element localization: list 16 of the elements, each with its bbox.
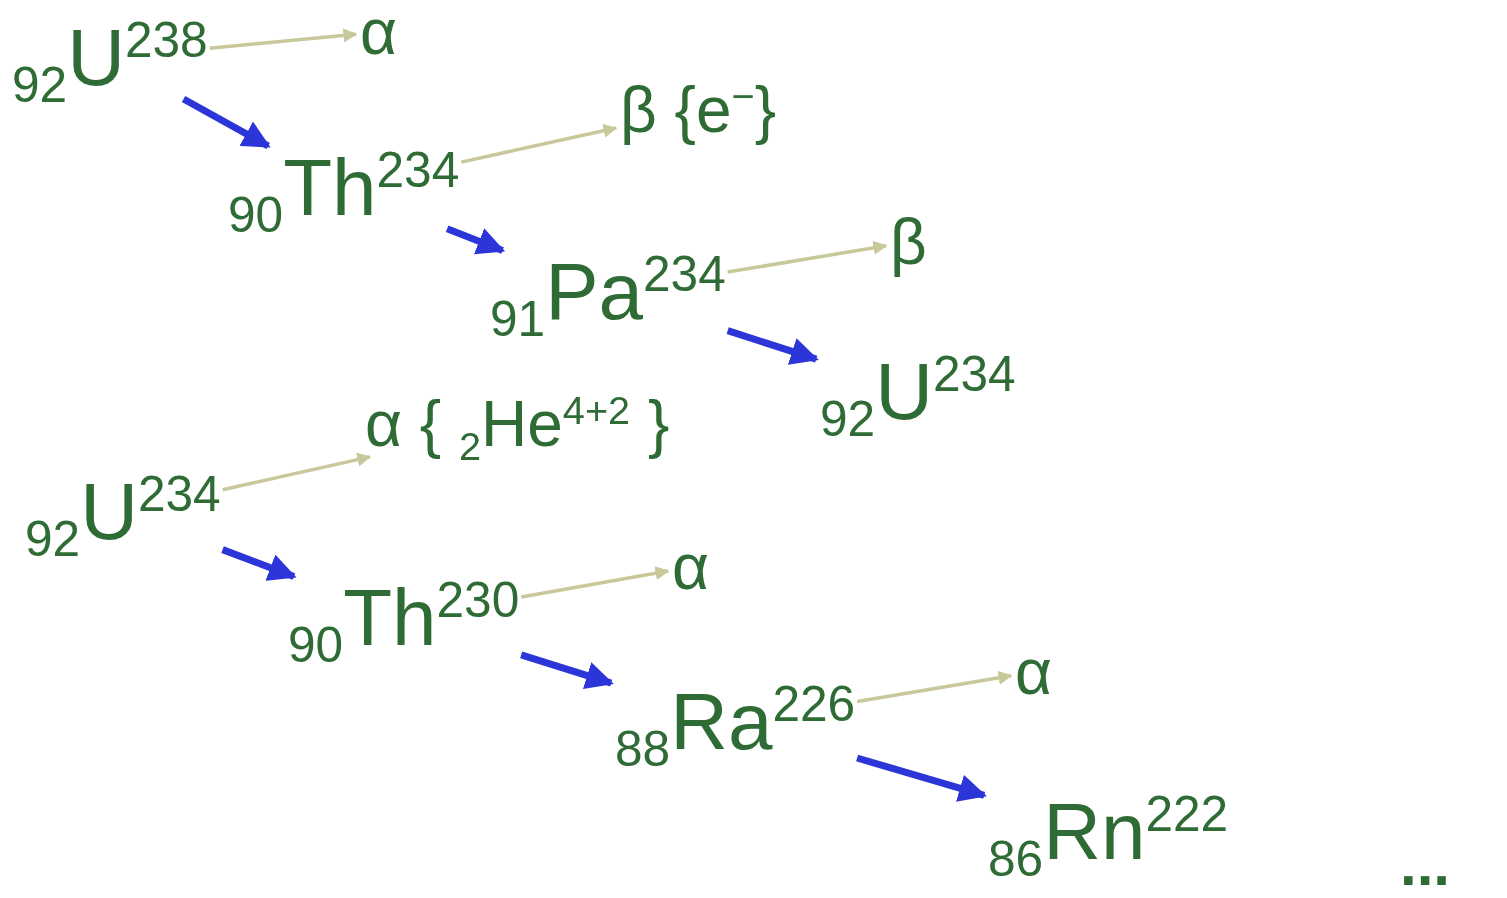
decay-arrow: [856, 754, 987, 802]
decay-arrow: [445, 225, 506, 255]
emission-arrow: [856, 670, 1013, 704]
decay-arrow: [726, 327, 819, 365]
particle-symbol: α: [672, 535, 709, 599]
emission-arrow: [460, 123, 618, 164]
continuation-dots: ...: [1400, 835, 1450, 895]
emission-arrow: [520, 566, 670, 599]
particle-symbol: α: [360, 0, 397, 64]
particle-symbol: α: [1015, 640, 1052, 704]
emission-arrow: [222, 452, 372, 492]
decay-arrow: [520, 651, 614, 689]
emission-arrow: [209, 28, 358, 51]
decay-arrow: [181, 95, 271, 150]
emission-arrow: [727, 240, 888, 274]
decay-arrow: [221, 546, 297, 581]
